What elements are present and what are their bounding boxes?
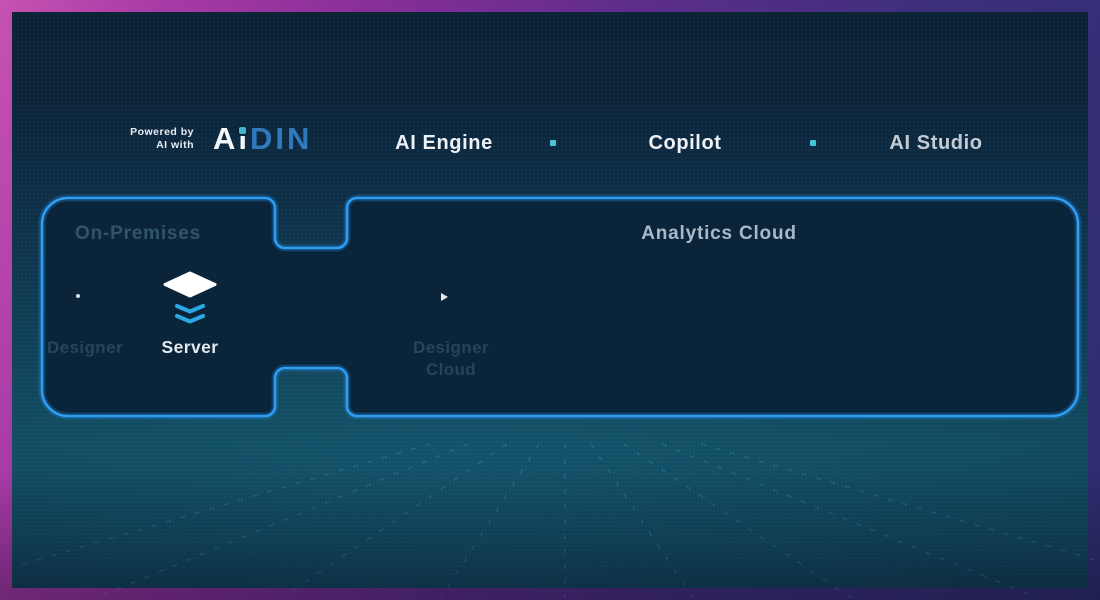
logo-i-dot-icon <box>239 127 247 134</box>
powered-by-line1: Powered by <box>130 126 194 138</box>
nav-item-ai-engine[interactable]: AI Engine <box>395 132 493 154</box>
zones-outline <box>38 194 1082 420</box>
server-node-label: Server <box>161 337 219 357</box>
on-premises-zone-title: On-Premises <box>74 223 202 244</box>
diagram-canvas <box>12 194 1100 599</box>
nav-separator-square-icon <box>550 140 556 146</box>
nav-item-ai-studio[interactable]: AI Studio <box>889 132 983 154</box>
designer-cloud-node-label: Designer Cloud <box>413 338 489 379</box>
logo-letters-din: DIN <box>250 121 313 156</box>
server-icon <box>163 271 217 324</box>
perspective-grid <box>12 443 1100 599</box>
logo-letter-i: i <box>238 121 251 156</box>
perspective-grid-rows <box>42 471 1082 568</box>
cursor-triangle-icon <box>441 293 448 301</box>
designer-node-dot-icon <box>76 294 80 298</box>
powered-by-tagline: Powered by AI with <box>12 126 194 151</box>
designer-node-label: Designer <box>47 338 123 357</box>
nav-item-copilot[interactable]: Copilot <box>648 132 722 154</box>
analytics-cloud-zone-title: Analytics Cloud <box>641 223 797 244</box>
logo-letter-a: A <box>213 121 239 156</box>
nav-separator-square-icon <box>810 140 816 146</box>
powered-by-line2: AI with <box>156 138 194 151</box>
